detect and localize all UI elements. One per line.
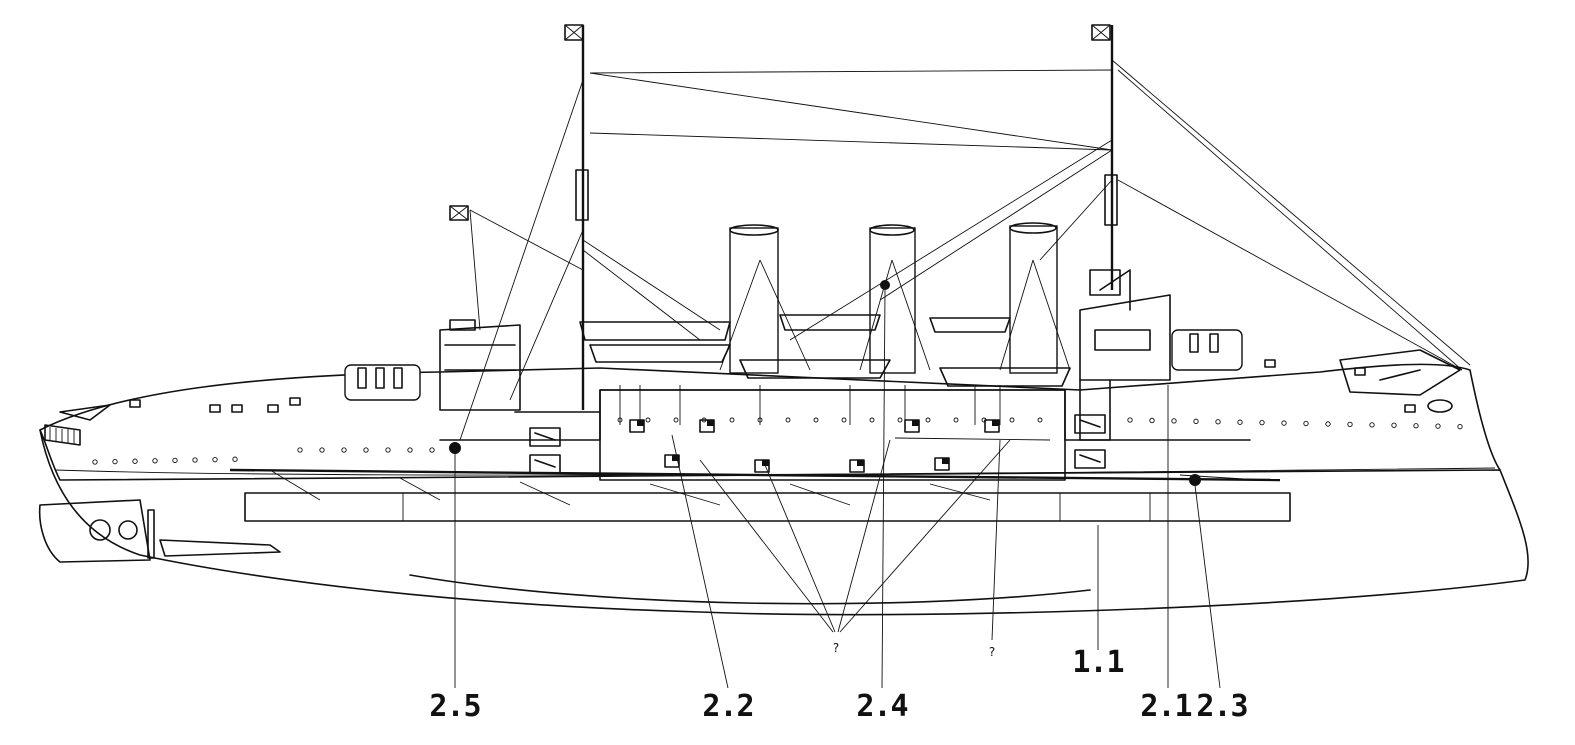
bow-details <box>1339 349 1461 413</box>
deck-fittings <box>129 359 1416 425</box>
aft-turret <box>344 364 421 401</box>
callout-labels: 2.5 2.2 2.4 1.1 2.1 2.3 ? ? <box>429 641 1248 724</box>
masts <box>449 24 1118 410</box>
aft-bridge <box>439 319 521 411</box>
funnels <box>729 222 1058 374</box>
gun-ports <box>529 414 1106 474</box>
marker-dots <box>449 280 1201 486</box>
forward-turret <box>1171 329 1243 371</box>
label-2-1: 2.1 <box>1140 689 1191 724</box>
armor-belt <box>244 492 1291 522</box>
portholes <box>92 417 1463 465</box>
question-mark-b: ? <box>989 645 995 659</box>
rigging <box>459 59 1471 441</box>
hull <box>39 363 1529 616</box>
rudder-propeller <box>38 499 281 563</box>
label-2-4: 2.4 <box>856 689 907 724</box>
boats <box>579 314 1071 387</box>
label-2-2: 2.2 <box>702 689 753 724</box>
label-2-5: 2.5 <box>429 689 480 724</box>
label-2-3: 2.3 <box>1196 689 1247 724</box>
label-1-1: 1.1 <box>1072 645 1123 680</box>
casemate <box>439 389 1251 481</box>
question-mark-a: ? <box>833 641 839 655</box>
stern-details <box>44 404 111 446</box>
leader-lines <box>454 289 1221 689</box>
forward-bridge <box>1079 269 1171 441</box>
